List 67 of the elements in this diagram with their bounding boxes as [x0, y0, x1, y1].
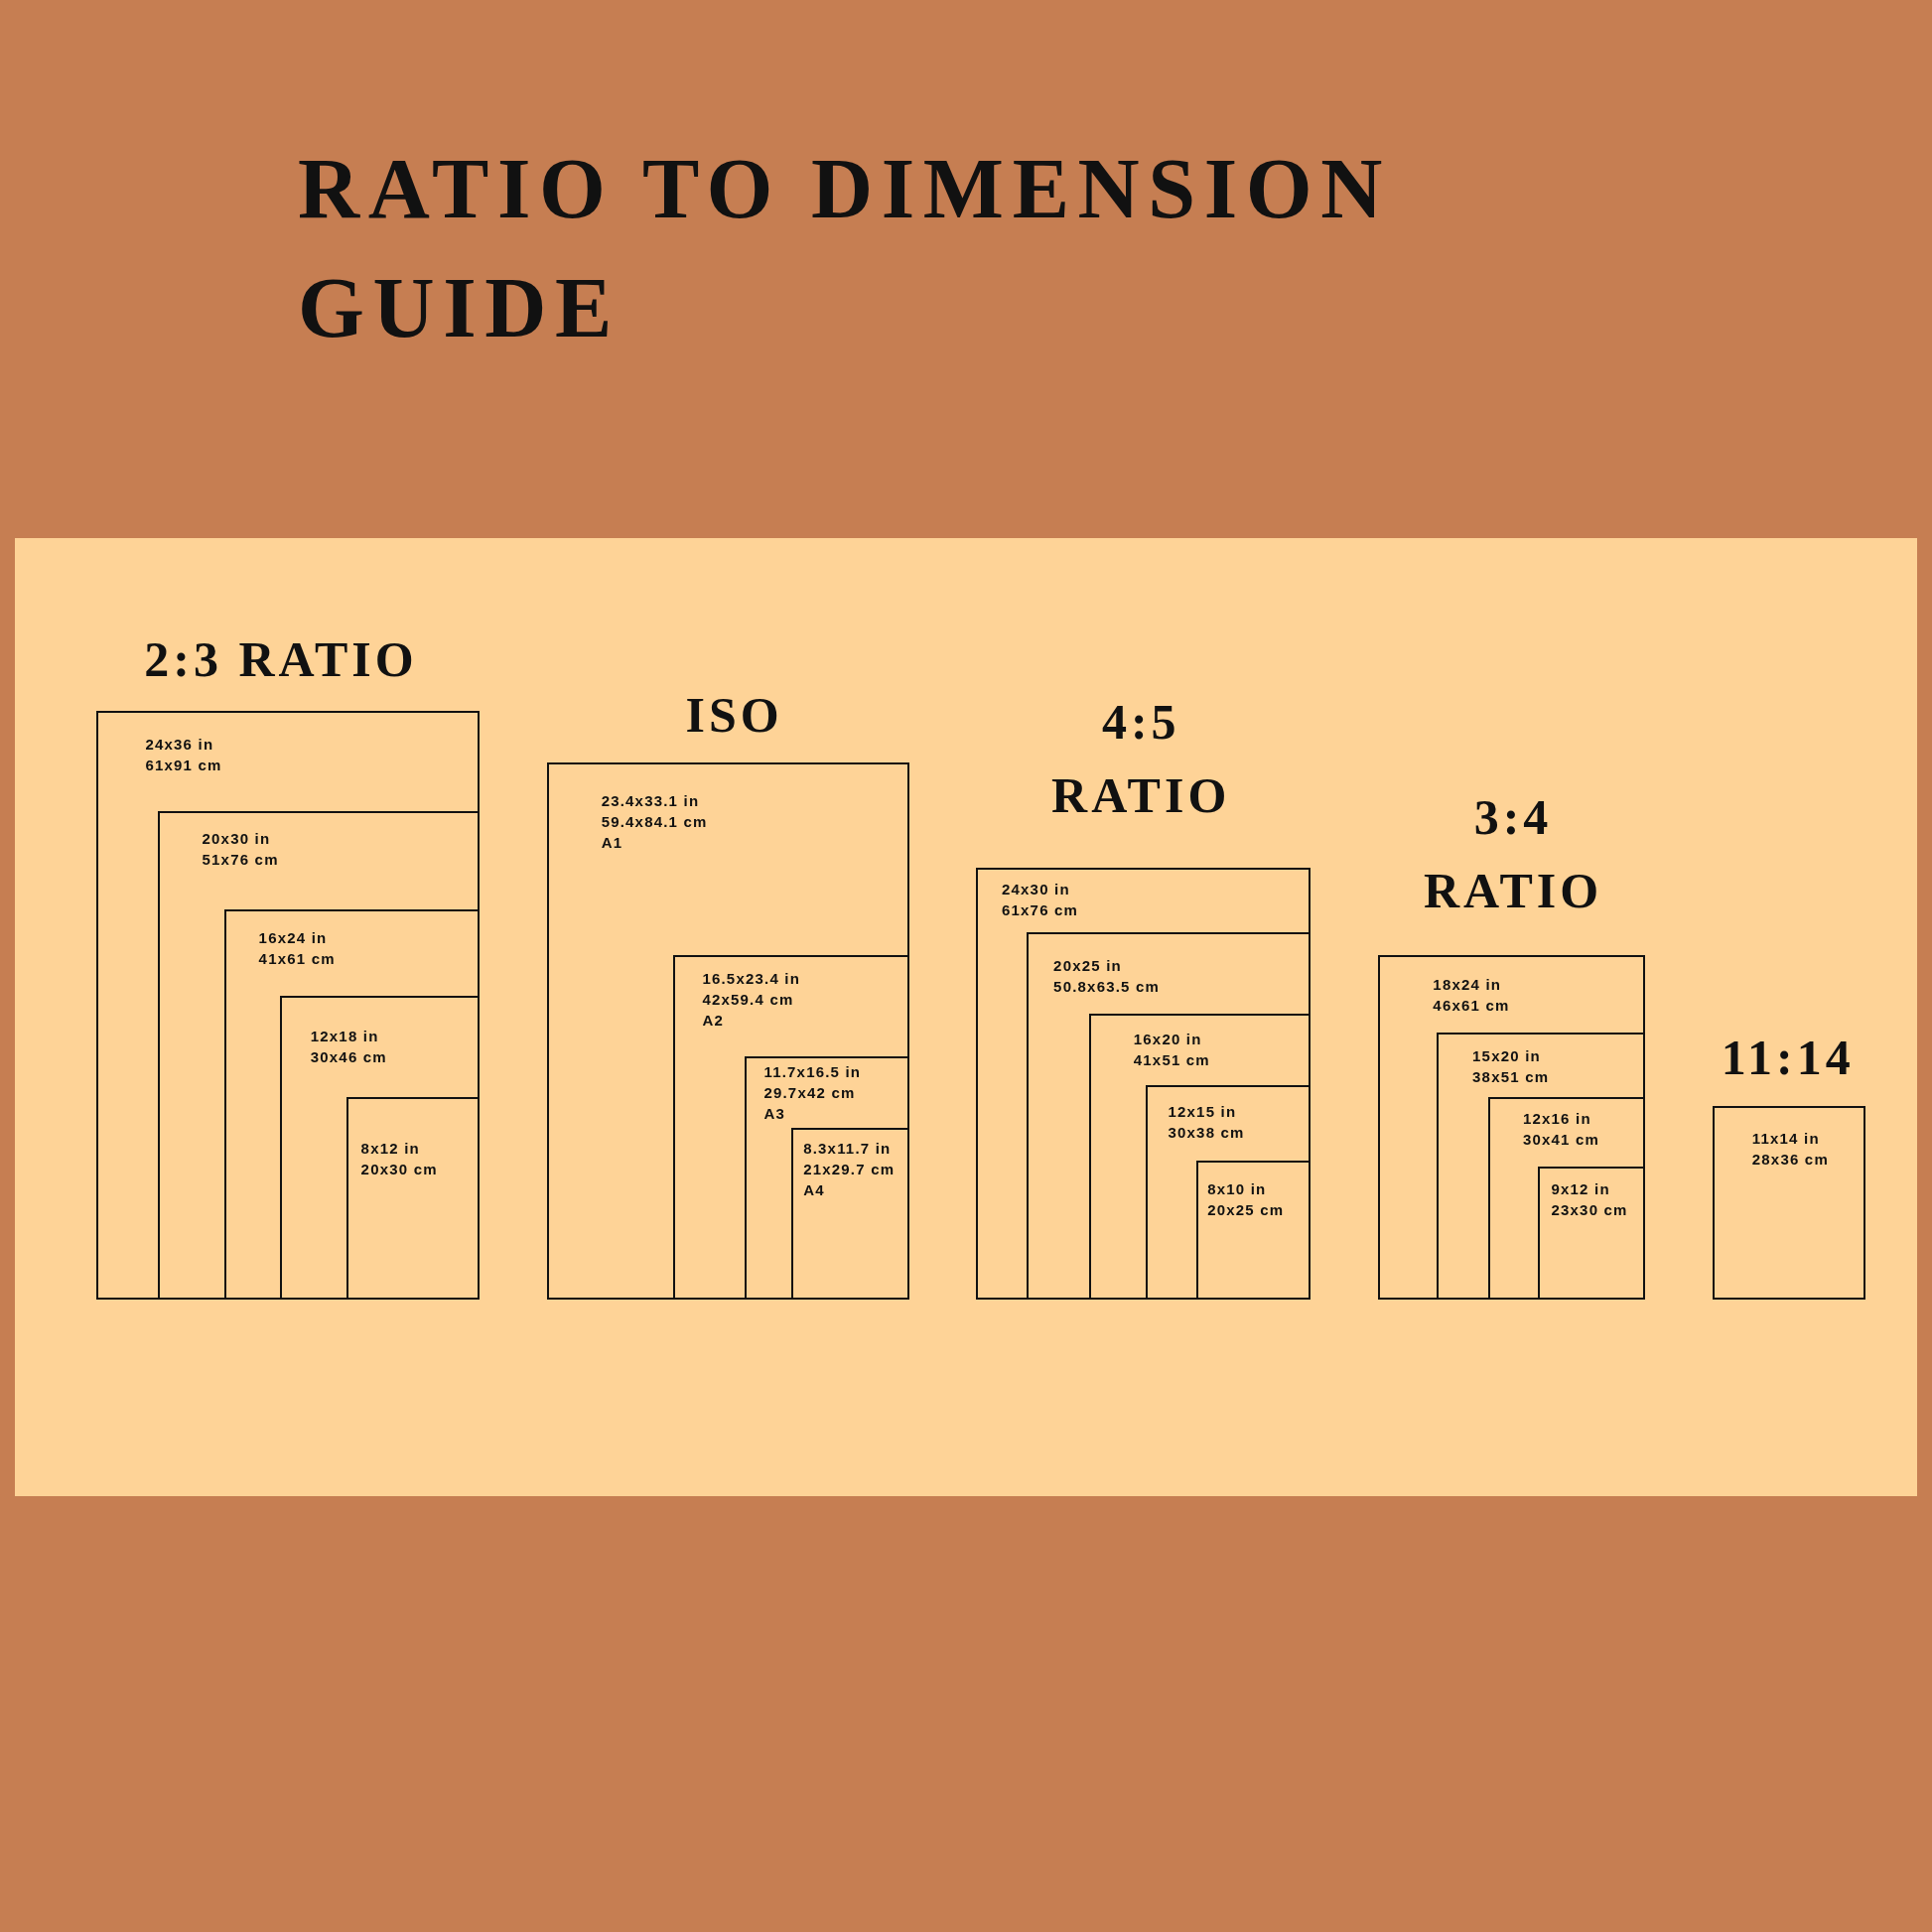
- size-rectangle: [223, 908, 480, 1301]
- size-rectangle: [279, 995, 480, 1301]
- ratio-heading: ISO: [684, 685, 784, 745]
- size-rectangle: [1026, 932, 1311, 1301]
- dimension-text: 29.7x42 cm: [763, 1083, 857, 1103]
- dimension-text: 30x46 cm: [310, 1047, 388, 1068]
- dimension-text: 20x25 in: [1053, 956, 1123, 977]
- size-rectangle: [975, 867, 1311, 1301]
- dimension-text: 20x30 cm: [360, 1159, 439, 1179]
- size-rectangle: [345, 1096, 480, 1301]
- size-rectangle: [1437, 1033, 1645, 1301]
- dimension-text: 16.5x23.4 in: [702, 968, 802, 989]
- dimension-text: 23.4x33.1 in: [601, 791, 701, 811]
- size-rectangle: [547, 762, 909, 1301]
- dimension-text: 11.7x16.5 in: [763, 1062, 863, 1082]
- size-rectangle: [1713, 1106, 1865, 1301]
- dimension-text: 42x59.4 cm: [702, 989, 795, 1010]
- dimension-text: 30x38 cm: [1168, 1122, 1246, 1143]
- dimension-text: A2: [702, 1010, 725, 1031]
- dimension-text: 21x29.7 cm: [803, 1159, 897, 1179]
- size-rectangle: [1146, 1085, 1311, 1301]
- dimension-text: 46x61 cm: [1433, 995, 1511, 1016]
- dimension-text: 18x24 in: [1433, 974, 1503, 995]
- dimension-text: 30x41 cm: [1522, 1130, 1601, 1151]
- size-rectangle: [157, 810, 480, 1301]
- dimension-text: 16x24 in: [258, 927, 329, 948]
- ratio-heading: 11:14: [1720, 1028, 1856, 1087]
- dimension-text: 50.8x63.5 cm: [1053, 977, 1162, 998]
- dimension-text: 38x51 cm: [1472, 1066, 1551, 1087]
- size-rectangle: [1537, 1167, 1645, 1301]
- dimension-text: 15x20 in: [1472, 1045, 1542, 1066]
- dimension-text: 8.3x11.7 in: [803, 1138, 893, 1159]
- title: RATIO TO DIMENSION GUIDE: [298, 140, 1392, 357]
- dimension-text: 23x30 cm: [1551, 1199, 1629, 1220]
- size-rectangle: [744, 1055, 909, 1301]
- dimension-text: 16x20 in: [1133, 1029, 1203, 1049]
- dimension-text: 12x18 in: [310, 1027, 380, 1047]
- dimension-text: 8x12 in: [360, 1138, 421, 1159]
- dimension-text: 24x30 in: [1002, 880, 1071, 900]
- dimension-text: 41x61 cm: [258, 948, 337, 969]
- size-rectangle: [672, 954, 909, 1301]
- size-rectangle: [1089, 1014, 1311, 1301]
- dimension-text: 12x16 in: [1522, 1109, 1592, 1130]
- dimension-text: 9x12 in: [1551, 1178, 1611, 1199]
- dimension-text: 41x51 cm: [1133, 1049, 1211, 1070]
- dimension-text: 20x30 in: [202, 829, 272, 850]
- dimension-text: 20x25 cm: [1207, 1199, 1286, 1220]
- size-rectangle: [1488, 1096, 1645, 1301]
- size-rectangle: [1196, 1161, 1311, 1301]
- dimension-text: A3: [763, 1104, 786, 1124]
- dimension-text: A4: [803, 1179, 826, 1200]
- dimension-text: 8x10 in: [1207, 1178, 1268, 1199]
- ratio-heading: 2:3 RATIO: [143, 629, 419, 689]
- ratio-heading: 3:4 RATIO: [1422, 787, 1604, 920]
- size-rectangle: [790, 1127, 909, 1301]
- dimension-text: 24x36 in: [145, 734, 215, 755]
- dimension-text: 11x14 in: [1751, 1129, 1821, 1150]
- dimension-text: 12x15 in: [1168, 1101, 1238, 1122]
- dimension-text: 28x36 cm: [1751, 1150, 1830, 1171]
- size-rectangle: [95, 711, 480, 1301]
- dimension-text: A1: [601, 833, 624, 853]
- dimension-text: 61x91 cm: [145, 755, 223, 775]
- dimension-text: 61x76 cm: [1002, 900, 1080, 921]
- size-rectangle: [1377, 954, 1645, 1301]
- dimension-text: 59.4x84.1 cm: [601, 812, 709, 832]
- dimension-text: 51x76 cm: [202, 850, 280, 871]
- ratio-heading: 4:5 RATIO: [1050, 693, 1232, 826]
